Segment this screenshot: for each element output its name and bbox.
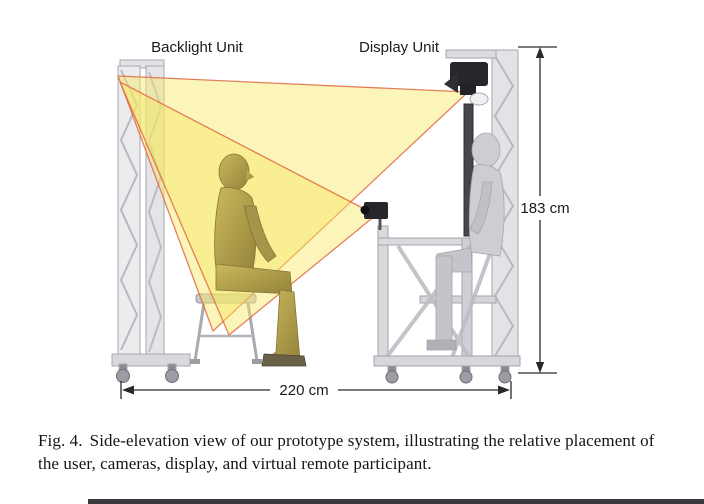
remote-participant-figure: [426, 132, 505, 351]
height-dimension-label: 183 cm: [520, 200, 569, 217]
page-bottom-rule: [88, 499, 704, 504]
caster-wheel: [385, 365, 399, 384]
display-unit-frame: [373, 49, 521, 384]
stool: [190, 293, 262, 364]
figure-illustration: 183 cm 220 cm Backlight Unit Display Uni…: [111, 39, 570, 399]
figure-caption: Fig. 4.Side-elevation view of our protot…: [38, 429, 678, 476]
user-figure: [214, 153, 307, 367]
height-dimension: 183 cm: [518, 46, 570, 374]
camera-frustum-polygon: [117, 75, 469, 332]
caption-text: Side-elevation view of our prototype sys…: [38, 431, 655, 474]
side-camera-icon: [360, 202, 388, 230]
caster-wheel: [498, 365, 512, 384]
caster-wheel: [165, 363, 179, 383]
display-unit-label: Display Unit: [359, 39, 440, 56]
backlight-unit-frame: [111, 59, 191, 383]
width-dimension: 220 cm: [120, 381, 512, 399]
backlight-unit-label: Backlight Unit: [151, 39, 244, 56]
top-camera-icon: [444, 62, 489, 106]
caster-wheel: [116, 363, 130, 383]
width-dimension-label: 220 cm: [279, 382, 328, 399]
caption-tag: Fig. 4.: [38, 431, 83, 450]
caster-wheel: [459, 365, 473, 384]
